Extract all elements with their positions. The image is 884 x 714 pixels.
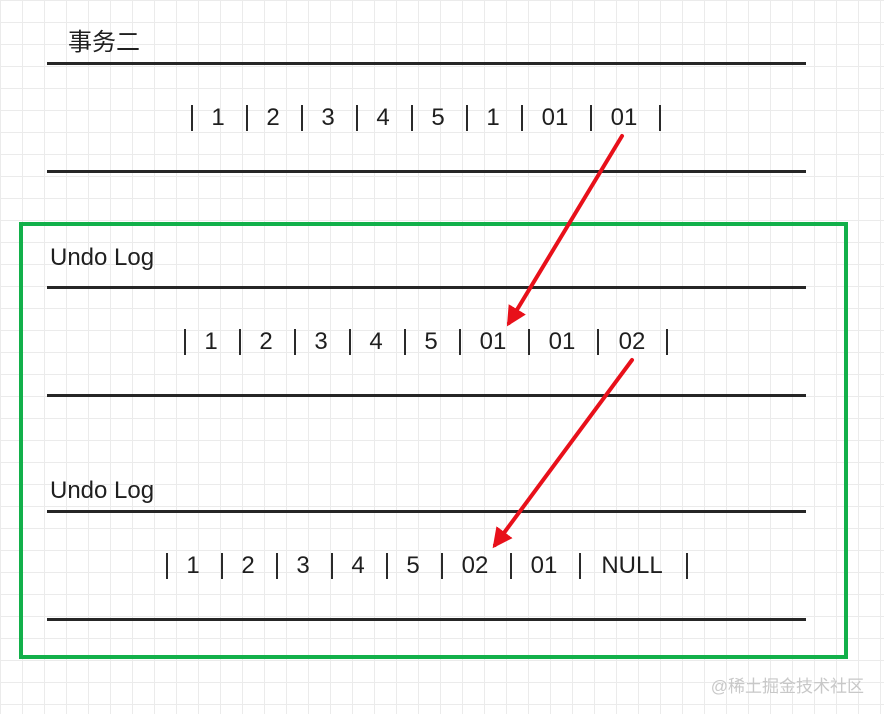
undo-log-title: Undo Log <box>50 477 155 504</box>
record-cell: 01 <box>548 328 576 355</box>
record-cell: 4 <box>376 104 390 131</box>
cell-separator <box>349 329 351 355</box>
record-cell: 4 <box>351 552 365 579</box>
undo-log-box <box>19 222 848 659</box>
record-cell: 02 <box>618 328 646 355</box>
record-cell: 1 <box>186 552 200 579</box>
cell-separator <box>276 553 278 579</box>
row-top-line <box>47 510 806 513</box>
cell-separator <box>590 105 592 131</box>
undo-log-title: Undo Log <box>50 244 155 271</box>
cell-separator <box>331 553 333 579</box>
watermark: @稀土掘金技术社区 <box>710 677 864 696</box>
undo-log-record-row: 1 2 3 4 5 01 01 02 <box>0 325 884 359</box>
record-cell: 1 <box>211 104 225 131</box>
record-cell: 01 <box>530 552 558 579</box>
record-cell: 01 <box>610 104 638 131</box>
cell-separator <box>666 329 668 355</box>
record-cell: 1 <box>204 328 218 355</box>
cell-separator <box>459 329 461 355</box>
current-record-row: 1 2 3 4 5 1 01 01 <box>0 101 884 135</box>
row-top-line <box>47 62 806 65</box>
cell-separator <box>659 105 661 131</box>
record-cell: 2 <box>241 552 255 579</box>
cell-separator <box>597 329 599 355</box>
roll-pointer-arrow <box>506 134 624 327</box>
record-cell: 5 <box>431 104 445 131</box>
record-cell: 5 <box>424 328 438 355</box>
cell-separator <box>441 553 443 579</box>
record-cell: 4 <box>369 328 383 355</box>
record-cell: NULL <box>601 552 663 579</box>
cell-separator <box>239 329 241 355</box>
cell-separator <box>521 105 523 131</box>
cell-separator <box>246 105 248 131</box>
record-cell: 1 <box>486 104 500 131</box>
record-cell: 2 <box>266 104 280 131</box>
record-cell: 3 <box>321 104 335 131</box>
undo-log-record-row: 1 2 3 4 5 02 01 NULL <box>0 549 884 583</box>
cell-separator <box>221 553 223 579</box>
record-cell: 3 <box>296 552 310 579</box>
record-cell: 2 <box>259 328 273 355</box>
cell-separator <box>191 105 193 131</box>
record-cell: 01 <box>541 104 569 131</box>
transaction-title: 事务二 <box>68 29 140 56</box>
row-bottom-line <box>47 170 806 173</box>
cell-separator <box>386 553 388 579</box>
cell-separator <box>301 105 303 131</box>
cell-separator <box>528 329 530 355</box>
cell-separator <box>466 105 468 131</box>
cell-separator <box>686 553 688 579</box>
row-top-line <box>47 286 806 289</box>
record-cell: 5 <box>406 552 420 579</box>
cell-separator <box>356 105 358 131</box>
cell-separator <box>166 553 168 579</box>
roll-pointer-arrow <box>492 358 634 549</box>
cell-separator <box>294 329 296 355</box>
row-bottom-line <box>47 394 806 397</box>
record-cell: 3 <box>314 328 328 355</box>
cell-separator <box>404 329 406 355</box>
record-cell: 01 <box>479 328 507 355</box>
cell-separator <box>510 553 512 579</box>
row-bottom-line <box>47 618 806 621</box>
cell-separator <box>411 105 413 131</box>
record-cell: 02 <box>461 552 489 579</box>
cell-separator <box>579 553 581 579</box>
cell-separator <box>184 329 186 355</box>
